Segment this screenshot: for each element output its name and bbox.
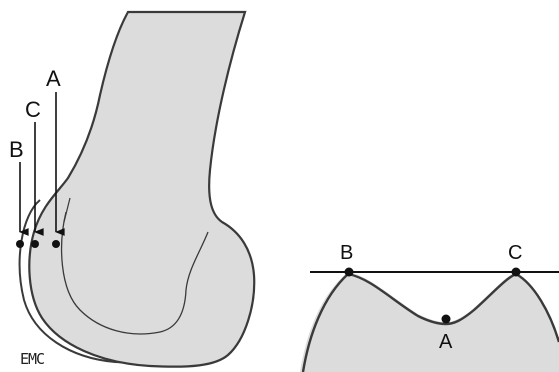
point-c-dot-left <box>31 240 39 248</box>
label-a-right: A <box>439 331 453 353</box>
emc-watermark: EMC <box>20 350 44 368</box>
point-a-dot-right <box>442 315 451 324</box>
femur-silhouette <box>29 12 254 367</box>
point-b-dot-right <box>345 268 354 277</box>
point-a-dot-left <box>52 240 60 248</box>
label-b-left: B <box>9 137 24 162</box>
label-c-left: C <box>25 97 41 122</box>
femur-lateral-view: A C B EMC <box>9 12 254 368</box>
label-a-left: A <box>46 66 61 91</box>
label-b-right: B <box>340 242 353 264</box>
point-c-dot-right <box>512 268 521 277</box>
point-b-dot-left <box>16 240 24 248</box>
condyle-cross-section: B C A <box>300 242 559 372</box>
label-c-right: C <box>508 242 522 264</box>
